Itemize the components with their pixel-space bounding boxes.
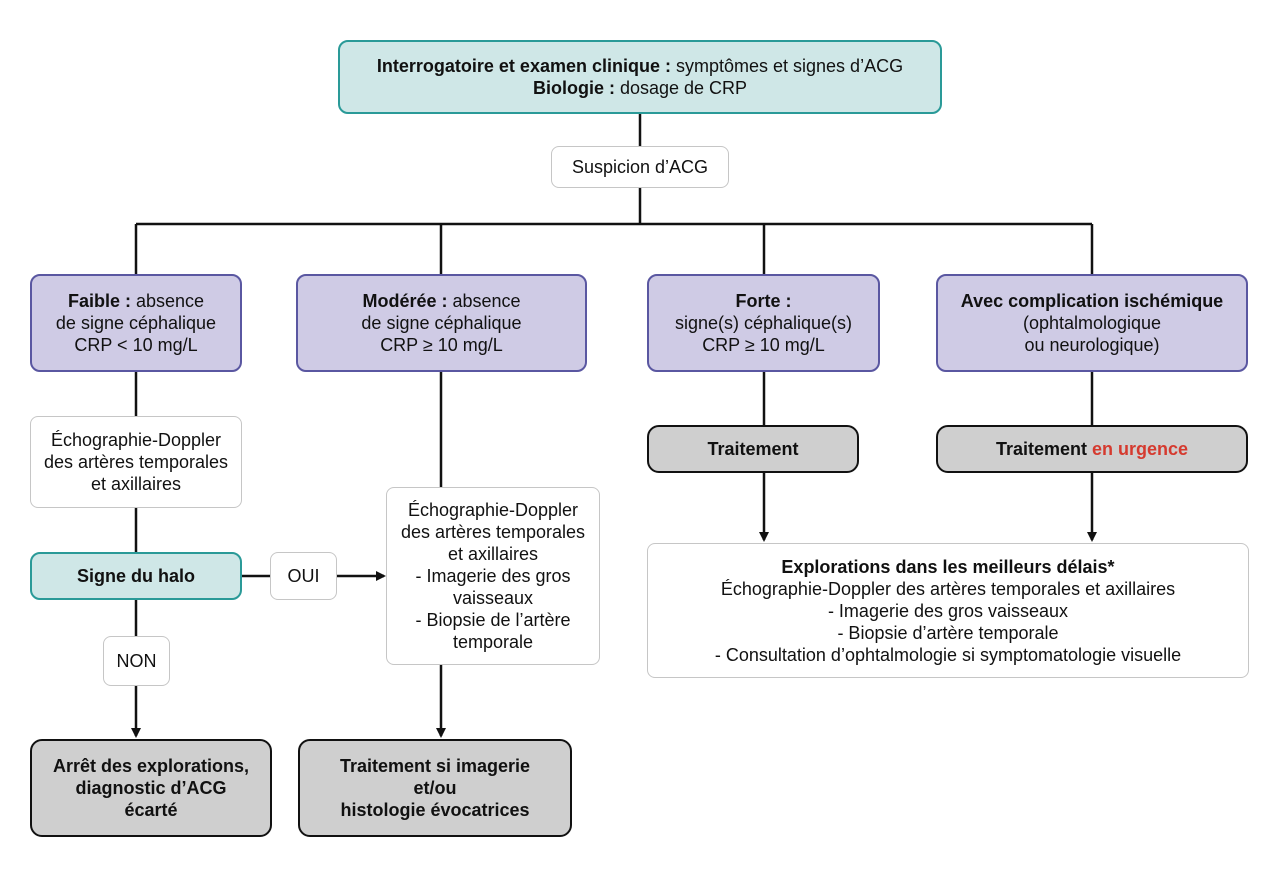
echo-doppler-mid-box: Échographie-Doppler des artères temporal… (386, 487, 600, 665)
branch-faible-box: Faible : absence de signe céphalique CRP… (30, 274, 242, 372)
moderee-label: Modérée : (362, 291, 448, 311)
traitement-si-line2: et/ou (413, 778, 457, 798)
complication-label: Avec complication ischémique (960, 291, 1224, 311)
complication-line3: ou neurologique) (1024, 335, 1160, 355)
branch-forte-box: Forte : signe(s) céphalique(s) CRP ≥ 10 … (647, 274, 880, 372)
moderee-text: absence (447, 291, 521, 311)
arret-line3: écarté (124, 800, 178, 820)
forte-label: Forte : (735, 291, 792, 311)
oui-label: OUI (287, 566, 320, 586)
clinical-exam-label: Interrogatoire et examen clinique : (376, 56, 671, 76)
branch-complication-box: Avec complication ischémique (ophtalmolo… (936, 274, 1248, 372)
forte-line3: CRP ≥ 10 mg/L (702, 335, 825, 355)
traitement-urgence-line: Traitement en urgence (996, 438, 1188, 460)
explorations-line4: - Consultation d’ophtalmologie si sympto… (714, 644, 1182, 665)
branch-moderee-box: Modérée : absence de signe céphalique CR… (296, 274, 587, 372)
faible-label: Faible : (67, 291, 131, 311)
faible-line1: Faible : absence (68, 290, 204, 312)
echo-mid-line4: - Imagerie des gros (415, 566, 571, 586)
explorations-title: Explorations dans les meilleurs délais* (781, 556, 1115, 577)
suspicion-box: Suspicion d’ACG (551, 146, 729, 188)
arret-line2: diagnostic d’ACG (75, 778, 227, 798)
traitement-urgence-box: Traitement en urgence (936, 425, 1248, 473)
clinical-exam-text: symptômes et signes d’ACG (670, 56, 904, 76)
biology-label: Biologie : (532, 78, 615, 98)
explorations-line3: - Biopsie d’artère temporale (837, 622, 1059, 643)
halo-sign-box: Signe du halo (30, 552, 242, 600)
echo-doppler-left-box: Échographie-Doppler des artères temporal… (30, 416, 242, 508)
echo-mid-line3: et axillaires (447, 544, 539, 564)
halo-sign-label: Signe du halo (76, 566, 195, 586)
urgence-highlight: en urgence (1092, 439, 1189, 459)
faible-line3: CRP < 10 mg/L (74, 335, 198, 355)
complication-line2: (ophtalmologique (1022, 313, 1162, 333)
biology-text: dosage de CRP (614, 78, 748, 98)
non-label: NON (116, 651, 157, 671)
faible-line2: de signe céphalique (55, 313, 217, 333)
clinical-exam-box: Interrogatoire et examen clinique : symp… (338, 40, 942, 114)
echo-mid-line2: des artères temporales (400, 522, 586, 542)
explorations-box: Explorations dans les meilleurs délais* … (647, 543, 1249, 678)
echo-left-line1: Échographie-Doppler (50, 430, 222, 450)
echo-mid-line1: Échographie-Doppler (407, 500, 579, 520)
explorations-line2: - Imagerie des gros vaisseaux (827, 600, 1069, 621)
traitement-urgence-prefix: Traitement (995, 439, 1092, 459)
explorations-line1: Échographie-Doppler des artères temporal… (720, 578, 1176, 599)
arret-line1: Arrêt des explorations, (52, 756, 250, 776)
moderee-line1: Modérée : absence (362, 290, 520, 312)
traitement-label: Traitement (707, 439, 799, 459)
echo-left-line2: des artères temporales (43, 452, 229, 472)
echo-left-line3: et axillaires (90, 474, 182, 494)
traitement-si-line3: histologie évocatrices (340, 800, 530, 820)
traitement-box: Traitement (647, 425, 859, 473)
oui-label-box: OUI (270, 552, 337, 600)
suspicion-label: Suspicion d’ACG (571, 157, 709, 177)
moderee-line3: CRP ≥ 10 mg/L (380, 335, 503, 355)
forte-line2: signe(s) céphalique(s) (674, 313, 853, 333)
clinical-exam-line: Interrogatoire et examen clinique : symp… (377, 55, 903, 77)
biology-line: Biologie : dosage de CRP (533, 77, 747, 99)
echo-mid-line6: - Biopsie de l’artère (415, 610, 571, 630)
non-label-box: NON (103, 636, 170, 686)
arret-explorations-box: Arrêt des explorations, diagnostic d’ACG… (30, 739, 272, 837)
faible-text: absence (130, 291, 205, 311)
echo-mid-line5: vaisseaux (452, 588, 534, 608)
traitement-si-line1: Traitement si imagerie (339, 756, 531, 776)
echo-mid-line7: temporale (452, 632, 534, 652)
moderee-line2: de signe céphalique (361, 313, 522, 333)
traitement-si-box: Traitement si imagerie et/ou histologie … (298, 739, 572, 837)
